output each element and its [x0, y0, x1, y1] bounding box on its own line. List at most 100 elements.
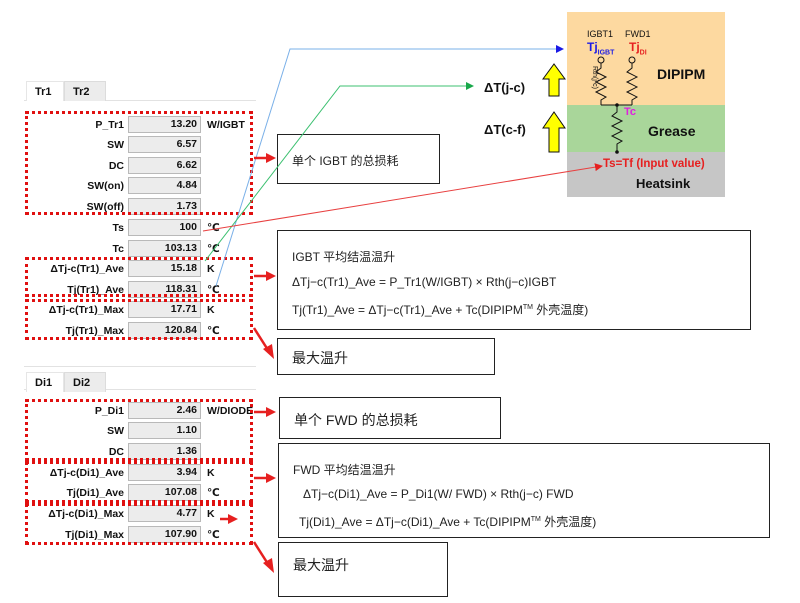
field-label: SW(off) — [86, 201, 124, 213]
arrow-up-jc-icon — [542, 63, 566, 97]
field-value: 100 — [128, 219, 201, 236]
arrow-up-cf-icon — [542, 111, 566, 153]
field-label: Tj(Tr1)_Max — [65, 325, 124, 337]
connector-dtjc — [204, 82, 474, 262]
note-title: IGBT 平均结温温升 — [292, 250, 396, 264]
field-label: Tc — [112, 243, 124, 255]
field-label: DC — [108, 160, 124, 172]
field-label: P_Tr1 — [95, 119, 124, 131]
highlight-loss-group — [25, 399, 253, 461]
formula-part: 外壳温度) — [532, 303, 589, 317]
field-unit: ℃ — [207, 222, 220, 234]
field-value: 1.36 — [128, 443, 201, 460]
field-unit: ℃ — [207, 284, 220, 296]
note-title: FWD 平均结温温升 — [293, 463, 396, 477]
field-value: 13.20 — [128, 116, 201, 133]
trademark: TM — [530, 516, 541, 523]
connector-tj-igbt — [215, 45, 564, 287]
note-text: 单个 IGBT 的总损耗 — [292, 154, 399, 168]
field-label: SW — [107, 425, 124, 437]
note-fwd-max: 最大温升 — [278, 542, 448, 597]
highlight-loss-group — [25, 111, 253, 215]
field-value: 6.62 — [128, 157, 201, 174]
field-label: Tj(Di1)_Ave — [66, 487, 124, 499]
formula-tj: Tj(Tr1)_Ave = ΔTj−c(Tr1)_Ave + Tc(DIPIPM… — [292, 301, 588, 318]
field-unit: K — [207, 467, 215, 479]
layer-grease — [567, 105, 725, 152]
field-value: 103.13 — [128, 240, 201, 257]
field-unit: ℃ — [207, 529, 220, 541]
heatsink-label: Heatsink — [636, 176, 691, 191]
tj-igbt-label: TjIGBT — [587, 40, 614, 56]
dipipm-label: DIPIPM — [657, 66, 706, 82]
field-value: 118.31 — [128, 281, 201, 298]
note-igbt-max: 最大温升 — [277, 338, 495, 375]
pointer-arrow-icon — [220, 153, 276, 573]
layer-heatsink — [567, 152, 725, 197]
highlight-ave-group — [25, 461, 253, 503]
field-label: ΔTj-c(Tr1)_Ave — [50, 263, 124, 275]
tab-di1[interactable]: Di1 — [26, 372, 64, 392]
field-value: 3.94 — [128, 464, 201, 481]
field-label: P_Di1 — [94, 405, 124, 417]
field-unit: ℃ — [207, 487, 220, 499]
tab-divider — [24, 100, 256, 101]
field-label: Ts — [112, 222, 124, 234]
trademark: TM — [522, 304, 533, 311]
resistor-grease-icon — [610, 105, 624, 152]
field-label: SW — [107, 139, 124, 151]
tj-text: Tj — [587, 40, 598, 54]
note-fwd-total-loss: 单个 FWD 的总损耗 — [279, 397, 501, 439]
field-label: SW(on) — [87, 180, 124, 192]
field-value: 2.46 — [128, 402, 201, 419]
formula-tj: Tj(Di1)_Ave = ΔTj−c(Di1)_Ave + Tc(DIPIPM… — [299, 513, 596, 530]
delta-t-cf-label: ΔT(c-f) — [484, 122, 526, 137]
tj-di-label: TjDI — [629, 40, 647, 56]
tj-sub: IGBT — [597, 49, 615, 57]
resistor-fwd-icon — [625, 56, 639, 105]
field-value: 6.57 — [128, 136, 201, 153]
field-unit: K — [207, 263, 215, 275]
note-text: 单个 FWD 的总损耗 — [294, 412, 418, 428]
fwd-label: FWD1 — [625, 29, 651, 39]
resistor-igbt-icon — [594, 56, 608, 105]
highlight-max-group — [25, 503, 253, 545]
delta-t-jc-label: ΔT(j-c) — [484, 80, 526, 95]
field-value: 1.10 — [128, 422, 201, 439]
note-fwd-avg-formula: FWD 平均结温温升 ΔTj−c(Di1)_Ave = P_Di1(W/ FWD… — [278, 443, 770, 538]
field-label: Tj(Di1)_Max — [65, 529, 124, 541]
igbt-label: IGBT1 — [587, 29, 614, 39]
formula-dtjc: ΔTj−c(Di1)_Ave = P_Di1(W/ FWD) × Rth(j−c… — [303, 487, 574, 501]
highlight-ave-group — [25, 257, 253, 297]
field-label: DC — [108, 446, 124, 458]
formula-part: Tj(Tr1)_Ave = ΔTj−c(Tr1)_Ave + Tc(DIPIPM — [292, 303, 523, 317]
ts-label: Ts=Tf (Input value) — [603, 158, 705, 170]
field-unit: W/DIODE — [207, 405, 254, 417]
tj-text: Tj — [629, 40, 640, 54]
note-text: 最大温升 — [292, 350, 348, 366]
layer-dipipm — [567, 12, 725, 105]
panel-divider — [24, 366, 256, 367]
field-label: ΔTj-c(Tr1)_Max — [48, 304, 124, 316]
note-igbt-total-loss: 单个 IGBT 的总损耗 — [277, 134, 440, 184]
field-label: ΔTj-c(Di1)_Max — [48, 508, 124, 520]
field-unit: K — [207, 508, 215, 520]
formula-part: Tj(Di1)_Ave = ΔTj−c(Di1)_Ave + Tc(DIPIPM — [299, 515, 531, 529]
field-value: 15.18 — [128, 260, 201, 277]
tj-sub: DI — [639, 49, 647, 57]
field-unit: W/IGBT — [207, 119, 245, 131]
field-unit: K — [207, 304, 215, 316]
field-label: ΔTj-c(Di1)_Ave — [49, 467, 124, 479]
highlight-max-group — [25, 299, 253, 340]
note-igbt-avg-formula: IGBT 平均结温温升 ΔTj−c(Tr1)_Ave = P_Tr1(W/IGB… — [277, 230, 751, 330]
tab-di2[interactable]: Di2 — [64, 372, 106, 392]
field-label: Tj(Tr1)_Ave — [67, 284, 124, 296]
tab-tr1[interactable]: Tr1 — [26, 81, 64, 101]
field-value: 4.84 — [128, 177, 201, 194]
tc-label: Tc — [624, 106, 637, 118]
tab-tr2[interactable]: Tr2 — [64, 81, 106, 101]
tab-divider — [24, 389, 256, 390]
formula-dtjc: ΔTj−c(Tr1)_Ave = P_Tr1(W/IGBT) × Rth(j−c… — [292, 275, 557, 289]
grease-label: Grease — [648, 123, 696, 139]
